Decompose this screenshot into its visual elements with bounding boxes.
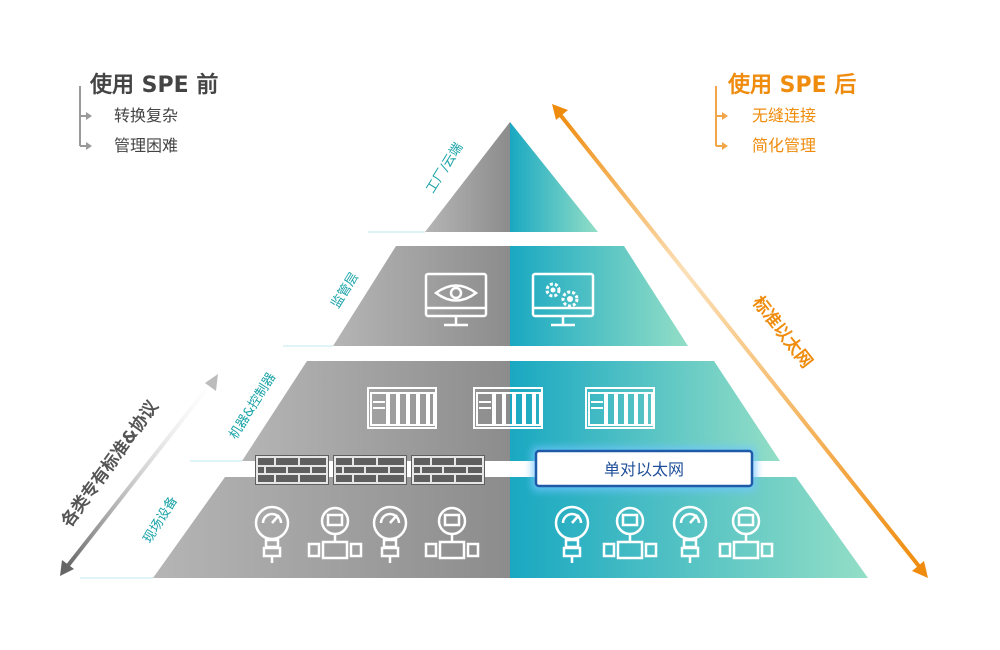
flow-meter-icon — [307, 506, 363, 560]
brick-firewall-icon — [255, 455, 329, 485]
tier-label-field: 现场设备 — [140, 494, 181, 547]
before-block: 使用 SPE 前 转换复杂 管理困难 — [79, 72, 218, 155]
flow-meter-icon — [718, 506, 774, 560]
before-item-2: 管理困难 — [114, 136, 178, 155]
right-axis-arrow — [552, 104, 928, 578]
after-item-1: 无缝连接 — [752, 106, 816, 125]
before-arrow-icons — [86, 112, 92, 150]
right-axis-label: 标准以太网 — [748, 292, 817, 372]
brick-firewall-icon — [333, 455, 407, 485]
flow-meter-icon — [424, 506, 480, 560]
before-title: 使用 SPE 前 — [89, 72, 218, 98]
field-devices — [254, 505, 774, 563]
brick-firewall-icon — [411, 455, 485, 485]
after-block: 使用 SPE 后 无缝连接 简化管理 — [715, 73, 856, 155]
plc-rack-icon — [585, 387, 655, 429]
tier-machines — [242, 361, 780, 461]
ethernet-box: 单对以太网 — [532, 447, 756, 491]
pressure-gauge-icon — [554, 505, 590, 563]
tier-supervisory — [333, 246, 688, 346]
tier-divider-lines — [80, 231, 425, 579]
pressure-gauge-icon — [254, 505, 290, 563]
pressure-gauge-icon — [372, 505, 408, 563]
link-band — [484, 464, 544, 474]
pressure-gauge-icon — [672, 505, 708, 563]
tier-label-supervisory: 监管层 — [329, 270, 362, 311]
eye-monitor-icon — [424, 272, 488, 327]
gears-monitor-icon — [531, 272, 595, 327]
before-item-1: 转换复杂 — [114, 106, 178, 125]
flow-meter-icon — [602, 506, 658, 560]
after-title: 使用 SPE 后 — [727, 73, 856, 98]
after-item-2: 简化管理 — [752, 136, 816, 155]
plc-rack-icon — [367, 387, 437, 429]
tier-top — [425, 122, 598, 232]
plc-rack-icon — [473, 387, 543, 429]
tier-field — [153, 477, 868, 578]
left-axis-arrow — [60, 374, 218, 576]
after-arrow-icons — [722, 112, 728, 150]
ethernet-box-label: 单对以太网 — [604, 460, 684, 479]
